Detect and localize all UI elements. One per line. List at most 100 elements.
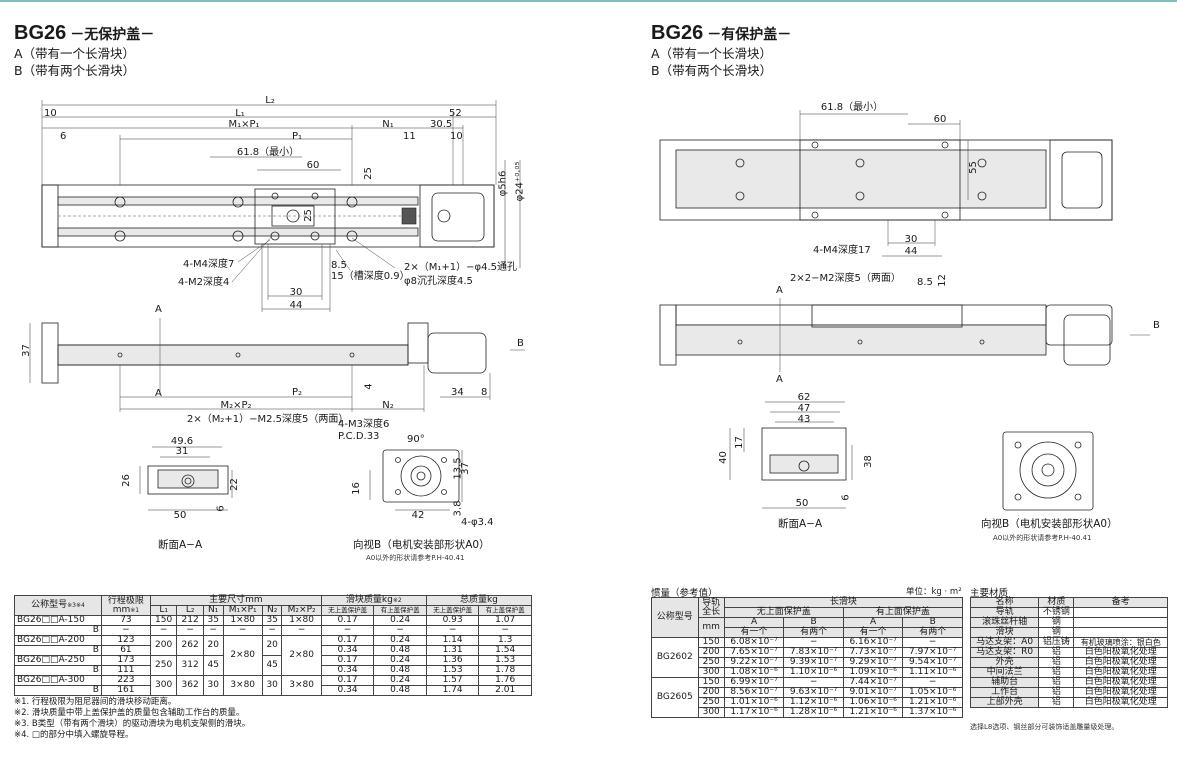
dim-n1: N₁: [382, 119, 394, 130]
left-side-view: [29, 318, 525, 412]
note-right-view: A0以外的形状请参考P.H-40.41: [993, 534, 1092, 542]
caption-left-view: 向视B（电机安装部形状A0）: [353, 539, 490, 551]
dim-n2: N₂: [382, 400, 394, 411]
inertia-h-mm: mm: [697, 617, 725, 638]
mat-h-mat: 材质: [1038, 597, 1075, 608]
arrow-a-top: A: [155, 304, 162, 315]
spec-col-l1: L₁: [149, 605, 178, 616]
right-section-aa: [729, 401, 853, 509]
table-row: 外壳铝白色阳极氧化处理: [969, 657, 1168, 668]
materials-note: 选择L8选项、钢丝部分可装饰适盖雕量级处理。: [970, 723, 1119, 731]
dim-25a: 25: [362, 167, 374, 180]
inertia-h-long: 长滑块: [723, 597, 964, 608]
materials-title: 主要材质: [970, 588, 1009, 599]
right-title: BG26－有保护盖－: [651, 22, 792, 44]
dim-6: 6: [60, 131, 67, 142]
table-row: B− −−− −−− −−−−: [14, 625, 532, 636]
inertia-h-cover: 有上面保护盖: [842, 607, 964, 618]
caption-right-section: 断面A−A: [778, 518, 823, 530]
r-dim-50: 50: [795, 498, 809, 509]
note-left-view: A0以外的形状请参考P.H-40.41: [366, 554, 465, 562]
r-dim-47: 47: [797, 403, 811, 414]
r-dim-8-5: 8.5: [917, 277, 933, 288]
r-arrow-a-top: A: [776, 285, 783, 296]
spec-col-mass-3: 无上盖保护盖: [425, 605, 480, 616]
mat-h-name: 名称: [969, 597, 1040, 608]
spec-col-n2: N₂: [261, 605, 283, 616]
dim-8: 8: [481, 387, 488, 398]
r-arrow-a-bot: A: [776, 374, 783, 385]
r-dim-55: 55: [967, 161, 979, 174]
table-row: 上部外壳铝白色阳极氧化处理: [969, 697, 1168, 708]
dim-4: 4: [363, 383, 375, 390]
dim-p1: P₁: [291, 131, 303, 142]
r-dim-61-8: 61.8（最小）: [820, 102, 884, 113]
spec-col-mass-2: 有上盖保护盖: [373, 605, 427, 616]
dim-61-8: 61.8（最小）: [236, 147, 300, 158]
dim-10b: 10: [450, 131, 463, 142]
spec-col-mass-4: 有上盖保护盖: [478, 605, 532, 616]
table-row: 滚珠丝杆轴钢: [969, 617, 1168, 628]
r-dim-44: 44: [904, 246, 918, 257]
inertia-unit: 单位：kg · m²: [906, 587, 962, 597]
dim-30: 30: [289, 287, 303, 298]
top-accent-line: [0, 0, 1177, 2]
r-dim-40: 40: [717, 451, 729, 464]
note-m4: 4-M4深度7: [183, 259, 235, 270]
note-m2: 4-M2深度4: [178, 277, 230, 288]
caption-right-view: 向视B（电机安装部形状A0）: [981, 518, 1118, 530]
dim-34: 34: [451, 387, 464, 398]
dim-16: 16: [350, 482, 362, 495]
right-line-b: B（带有两个长滑块）: [651, 63, 773, 78]
r-dim-30: 30: [904, 234, 918, 245]
right-top-view: [659, 110, 1113, 257]
table-row: 滑块钢: [969, 627, 1168, 638]
note-m3: 4-M3深度6: [338, 419, 390, 430]
dim-44: 44: [289, 300, 303, 311]
note-90: 90°: [407, 434, 425, 445]
note-holes: 2×（M₁+1）−φ4.5通孔: [404, 262, 517, 273]
dim-11: 11: [403, 131, 416, 142]
dim-50: 50: [173, 510, 187, 521]
table-row: 导轨不锈钢: [969, 607, 1168, 618]
dim-52: 52: [449, 108, 462, 119]
dim-60: 60: [306, 160, 320, 171]
spec-col-m2p2: M₂×P₂: [281, 605, 322, 616]
right-line-a: A（带有一个长滑块）: [651, 46, 773, 61]
dim-m1p1: M₁×P₁: [228, 119, 260, 130]
r-dim-43: 43: [797, 414, 811, 425]
dim-37-b: 37: [459, 462, 471, 475]
dim-p2: P₂: [291, 387, 303, 398]
r-dim-12: 12: [936, 274, 948, 287]
note-phi3-4: 4-φ3.4: [461, 517, 494, 528]
r-note-m2: 2×2−M2深度5（两面）: [790, 273, 901, 284]
r-arrow-b: B: [1153, 320, 1160, 331]
dim-25b: 25: [302, 209, 314, 222]
r-dim-60: 60: [933, 114, 947, 125]
spec-notes: ※1. 行程极限为阻尼器间的滑块移动距离。 ※2. 滑块质量中带上盖保护盖的质量…: [14, 697, 251, 740]
dim-30-5: 30.5: [430, 119, 453, 130]
dim-6-sec: 6: [215, 505, 227, 512]
caption-left-section: 断面A−A: [158, 539, 203, 551]
note-holes2: 2×（M₂+1）−M2.5深度5（两面）: [187, 414, 349, 425]
dim-l2: L₂: [265, 95, 275, 106]
r-dim-17: 17: [733, 436, 745, 449]
inertia-title: 惯量（参考值）: [651, 588, 718, 599]
r-note-m4: 4-M4深度17: [813, 245, 871, 256]
dim-22: 22: [228, 478, 240, 491]
r-dim-62: 62: [797, 392, 811, 403]
spec-col-m1p1: M₁×P₁: [222, 605, 263, 616]
